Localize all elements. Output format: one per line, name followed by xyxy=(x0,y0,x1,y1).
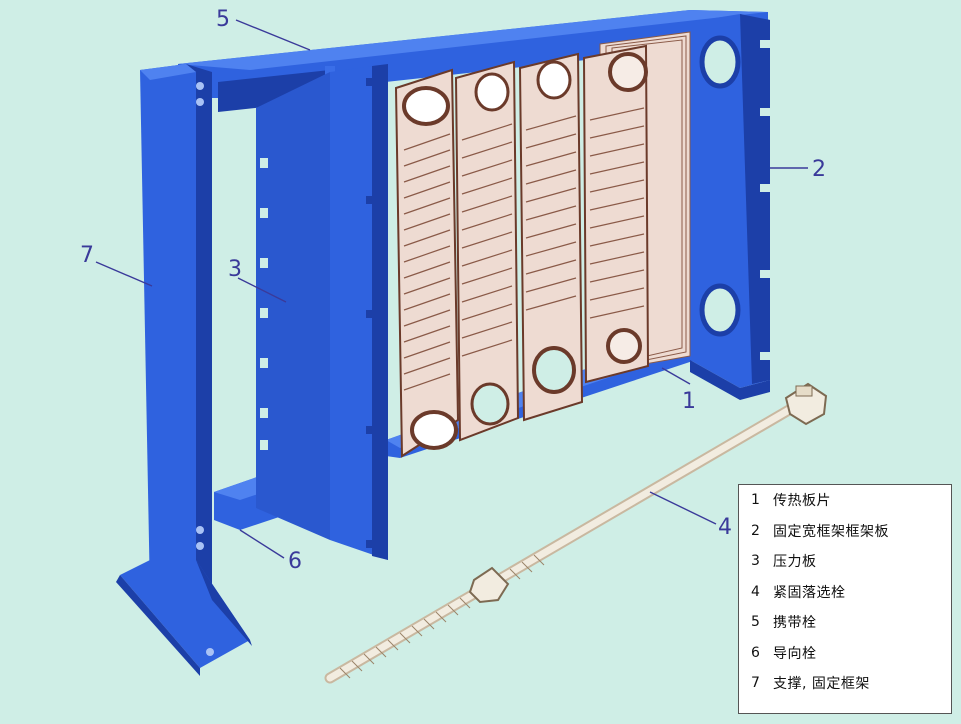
legend-number: 1 xyxy=(751,492,760,509)
legend-item: 4 紧固落选栓 xyxy=(739,577,951,608)
legend-text: 携带栓 xyxy=(773,615,817,632)
callout-label-2: 2 xyxy=(812,157,826,182)
legend-number: 5 xyxy=(751,614,760,631)
callout-2: 2 xyxy=(770,157,826,182)
legend-number: 6 xyxy=(751,644,760,661)
callout-6: 6 xyxy=(239,529,302,574)
callout-1: 1 xyxy=(661,367,696,414)
callout-5: 5 xyxy=(216,7,311,51)
plate-a xyxy=(394,68,460,458)
legend-number: 3 xyxy=(751,553,760,570)
callout-label-7: 7 xyxy=(80,243,94,268)
callout-7: 7 xyxy=(80,243,153,287)
legend-item: 5 携带栓 xyxy=(739,607,951,638)
legend-number: 7 xyxy=(751,675,760,692)
legend-item: 2 固定宽框架框架板 xyxy=(739,516,951,547)
legend-item: 1 传热板片 xyxy=(739,485,951,516)
legend-item: 3 压力板 xyxy=(739,546,951,577)
legend-item: 6 导向栓 xyxy=(739,638,951,669)
callout-3: 3 xyxy=(228,257,287,303)
callout-label-1: 1 xyxy=(682,389,696,414)
callout-label-4: 4 xyxy=(718,515,732,540)
callout-label-3: 3 xyxy=(228,257,242,282)
legend-text: 紧固落选栓 xyxy=(773,584,846,601)
plate-d xyxy=(582,44,650,384)
legend-item: 7 支撑, 固定框架 xyxy=(739,668,951,699)
legend-text: 支撑, 固定框架 xyxy=(773,676,870,693)
support-column xyxy=(116,64,252,676)
tightening-bolt xyxy=(324,382,828,684)
legend-text: 导向栓 xyxy=(773,645,817,662)
plate-b xyxy=(454,60,520,442)
legend-box: 1 传热板片 2 固定宽框架框架板 3 压力板 4 紧固落选栓 5 携带栓 6 … xyxy=(738,484,952,714)
pressure-plate xyxy=(256,64,388,560)
callout-4: 4 xyxy=(649,491,732,540)
legend-text: 传热板片 xyxy=(773,493,831,510)
fixed-frame-plate xyxy=(690,14,770,400)
legend-number: 4 xyxy=(751,583,760,600)
heat-transfer-plates xyxy=(394,44,650,458)
legend-text: 固定宽框架框架板 xyxy=(773,523,889,540)
callout-label-6: 6 xyxy=(288,549,302,574)
legend-text: 压力板 xyxy=(773,554,817,571)
legend-number: 2 xyxy=(751,522,760,539)
callout-label-5: 5 xyxy=(216,7,230,32)
plate-c xyxy=(518,52,584,422)
